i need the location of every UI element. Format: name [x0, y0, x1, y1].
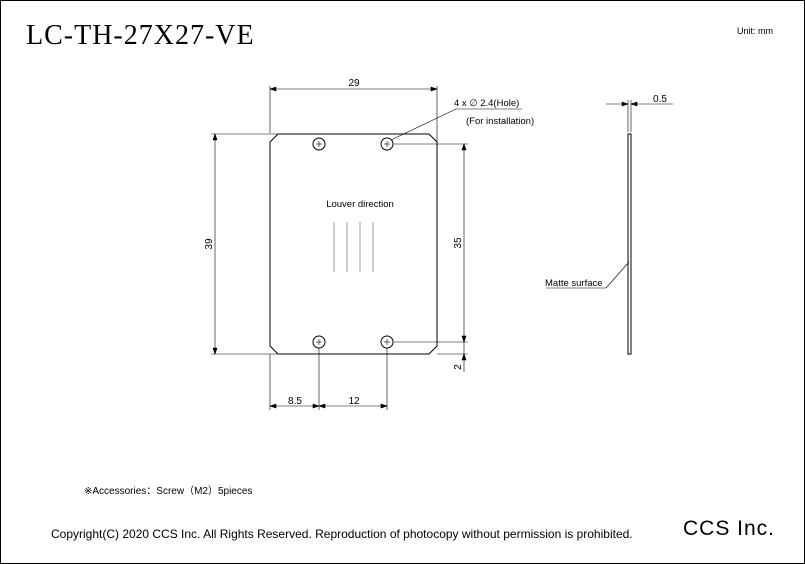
dimension-hole-pitch-vertical [394, 143, 468, 343]
dim-text-width: 29 [348, 78, 360, 89]
hole-callout-leader [390, 108, 522, 141]
hole-note-line2: (For installation) [466, 116, 534, 127]
dim-text-height: 39 [204, 238, 215, 250]
dimension-height [211, 133, 277, 355]
louver-label: Louver direction [326, 199, 394, 210]
hole-note-line1: 4 x ∅ 2.4(Hole) [454, 98, 519, 109]
copyright-text: Copyright(C) 2020 CCS Inc. All Rights Re… [51, 527, 633, 541]
plate-side-view [627, 133, 632, 355]
matte-label: Matte surface [545, 278, 603, 289]
unit-label: Unit: mm [737, 26, 773, 36]
dim-text-bottom-offset: 2 [453, 364, 464, 370]
dimension-bottom-offset [437, 342, 468, 372]
matte-leader [605, 261, 630, 289]
louver-lines [333, 222, 374, 272]
mounting-hole [380, 335, 394, 349]
mounting-hole [312, 335, 326, 349]
dim-text-hole-pitch-horizontal: 12 [348, 396, 360, 407]
mounting-hole [312, 137, 326, 151]
dimension-bottom-horizontal [269, 348, 388, 410]
dim-text-thickness: 0.5 [653, 94, 667, 105]
drawing-title: LC-TH-27X27-VE [26, 20, 255, 51]
mounting-hole [380, 137, 394, 151]
plate-outline [269, 133, 438, 355]
company-name: CCS Inc. [683, 517, 776, 540]
dim-text-hole-pitch-vertical: 35 [453, 237, 464, 249]
dimension-width [269, 86, 438, 141]
dim-text-hole-offset-left: 8.5 [288, 396, 302, 407]
accessories-note: ※Accessories：Screw（M2）5pieces [84, 486, 253, 497]
dimension-thickness [606, 100, 673, 132]
